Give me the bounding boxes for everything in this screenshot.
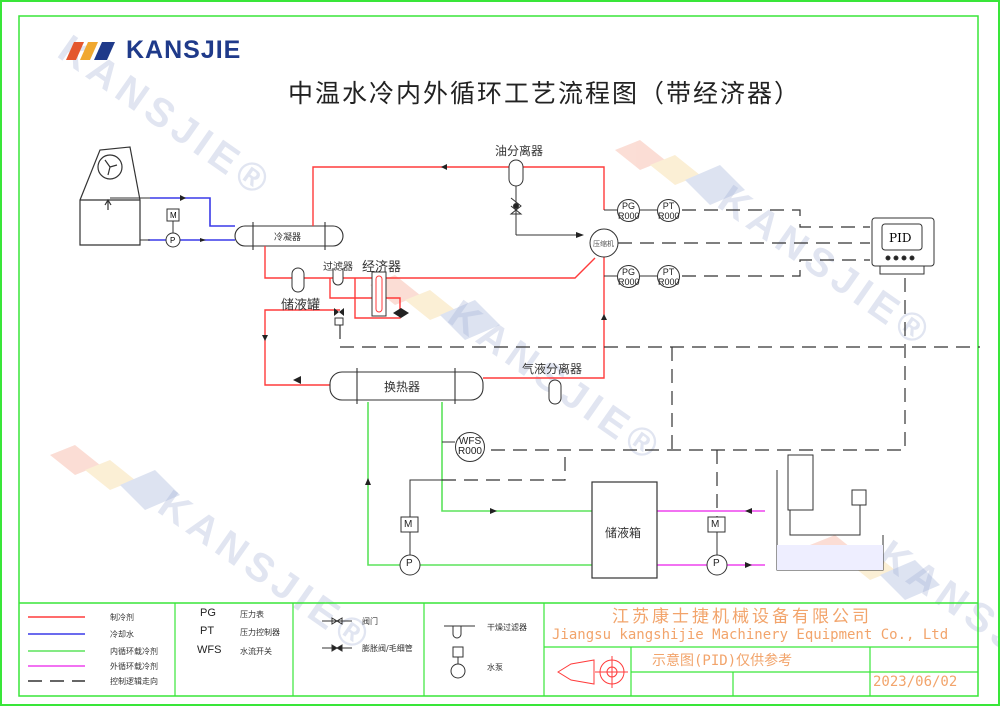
legend-abbr-meaning: 压力控制器	[240, 628, 280, 637]
legend-symbol-label: 干燥过滤器	[487, 623, 527, 632]
pid-label: PID	[889, 231, 911, 245]
expansion-valve-2	[293, 376, 301, 384]
filter-label: 过滤器	[323, 262, 353, 273]
brand-name: KANSJIE	[126, 36, 242, 64]
outer-loop-pump	[706, 516, 728, 576]
legend-abbr: WFS	[197, 644, 222, 656]
heat-exchanger-label: 换热器	[384, 380, 421, 394]
legend-line-samples	[28, 616, 85, 682]
economizer-label: 经济器	[362, 260, 402, 275]
inner-frame	[18, 15, 979, 697]
legend-abbr-meaning: 水流开关	[240, 647, 272, 656]
legend-abbr: PT	[200, 625, 215, 637]
oil-separator	[508, 159, 584, 238]
pump-symbol: P	[170, 236, 175, 245]
cooling-water-lines	[148, 197, 235, 241]
heat-exchanger	[329, 368, 484, 404]
projection-symbol	[557, 656, 628, 688]
storage-tank-label: 储液箱	[605, 526, 642, 540]
process-tank	[776, 454, 884, 571]
storage-tank	[591, 481, 658, 579]
legend-label: 外循环载冷剂	[110, 662, 158, 671]
legend-label: 控制逻辑走向	[110, 677, 158, 686]
receiver	[291, 267, 305, 293]
motor-label: M	[711, 519, 720, 530]
drawing-date: 2023/06/02	[873, 674, 958, 690]
pump-label: P	[713, 558, 720, 569]
pump-label: P	[406, 558, 413, 569]
inner-loop-pump	[399, 516, 421, 576]
brand-logo: KANSJIE	[60, 36, 241, 65]
control-lines	[339, 209, 980, 517]
page-title: 中温水冷内外循环工艺流程图（带经济器）	[288, 79, 802, 108]
legend-symbol-label: 水泵	[487, 663, 503, 672]
cooling-water-pump	[165, 208, 181, 248]
legend-symbols	[322, 617, 475, 679]
compressor-label: 压缩机	[593, 239, 614, 248]
logo-stripes-icon	[66, 41, 115, 60]
legend-abbr: PG	[200, 607, 216, 619]
refrigerant-lines	[264, 166, 605, 386]
condenser-label: 冷凝器	[274, 233, 302, 243]
inner-loop-lines	[367, 402, 592, 566]
gas-liquid-separator-label: 气液分离器	[522, 362, 583, 376]
economizer	[371, 271, 387, 317]
pid-controller	[871, 217, 935, 275]
legend-symbol-label: 膨胀阀/毛细管	[362, 644, 413, 653]
gas-liquid-separator	[548, 379, 562, 405]
legend-label: 内循环载冷剂	[110, 647, 158, 656]
watermark-stripes	[50, 140, 940, 600]
filter	[332, 268, 344, 286]
receiver-label: 储液罐	[281, 298, 321, 313]
legend-label: 冷却水	[110, 630, 134, 639]
condenser	[234, 222, 344, 250]
drawing-note: 示意图(PID)仅供参考	[652, 653, 793, 669]
oil-separator-label: 油分离器	[495, 144, 544, 158]
legend-abbr-meaning: 压力表	[240, 610, 264, 619]
company-name-en: Jiangsu kangshijie Machinery Equipment C…	[552, 627, 949, 643]
motor-symbol: M	[170, 211, 177, 220]
motor-label: M	[404, 519, 413, 530]
expansion-valve	[393, 308, 409, 318]
legend-label: 制冷剂	[110, 613, 134, 622]
cooling-tower	[79, 146, 141, 246]
legend-symbol-label: 阀门	[362, 617, 378, 626]
company-name-cn: 江苏康士捷机械设备有限公司	[612, 607, 872, 627]
solenoid-valve	[334, 308, 344, 316]
